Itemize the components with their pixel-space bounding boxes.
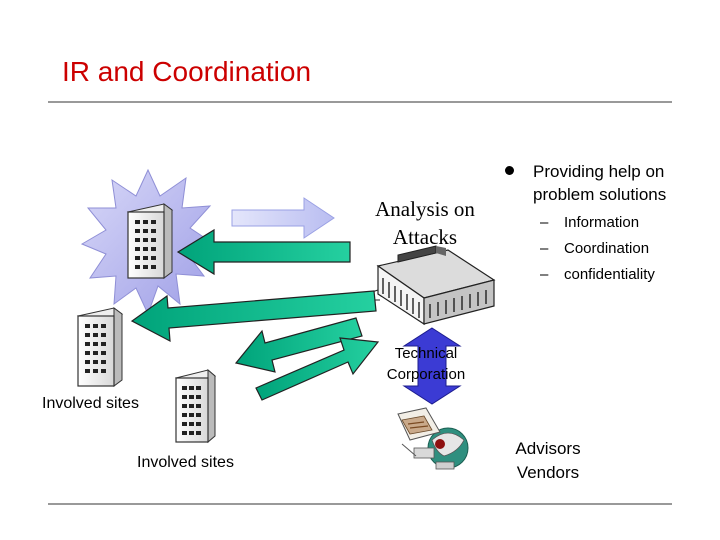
bullet-line1: Providing help on [533, 162, 665, 181]
building-icon [126, 203, 174, 279]
dash-icon: – [540, 240, 549, 257]
sub-bullet-label: confidentiality [564, 266, 655, 283]
vendors-label: Vendors [516, 463, 580, 482]
building-icon [174, 368, 217, 444]
technical-label-line1: Technical [394, 345, 458, 362]
analysis-label-line2: Attacks [392, 225, 458, 249]
sub-bullet-label: Information [564, 214, 640, 231]
workstation-icon [397, 407, 469, 470]
technical-corporation-label: Technical Corporation [376, 343, 476, 385]
coordination-double-arrow [402, 327, 462, 405]
involved-sites-label-bottom: Involved sites [137, 454, 234, 471]
response-arrow-to-left-building [130, 290, 377, 343]
technical-label-line2: Corporation [386, 366, 466, 383]
bullet-line2: problem solutions [533, 185, 667, 204]
analysis-label: Analysis on Attacks [350, 195, 500, 251]
sub-bullet-item: –Information [540, 214, 639, 231]
advisors-label: Advisors [515, 439, 581, 458]
slide-title: IR and Coordination [62, 56, 312, 87]
report-arrow-right [231, 197, 335, 239]
advisors-vendors-label: Advisors Vendors [508, 437, 588, 485]
office-complex-icon [365, 245, 496, 326]
sub-bullet-label: Coordination [564, 240, 650, 257]
building-icon [76, 307, 124, 387]
report-arrow-upper-right [255, 337, 380, 401]
dash-icon: – [540, 266, 549, 283]
sub-bullet-item: –confidentiality [540, 266, 655, 283]
bullet-main-text: Providing help on problem solutions [533, 160, 666, 206]
involved-sites-label-left: Involved sites [42, 395, 139, 412]
response-arrow-to-top-building [176, 228, 351, 276]
bullet-dot-icon [505, 166, 514, 175]
dash-icon: – [540, 214, 549, 231]
analysis-label-line1: Analysis on [375, 197, 475, 221]
sub-bullet-item: –Coordination [540, 240, 649, 257]
